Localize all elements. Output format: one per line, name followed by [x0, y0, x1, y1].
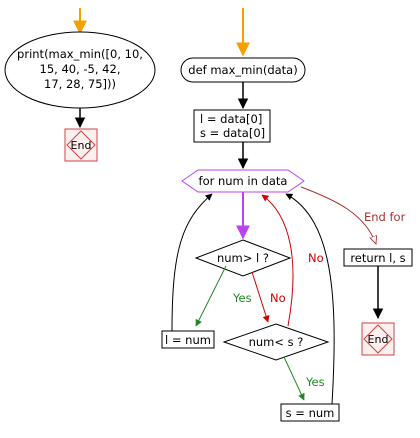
assign-l-label: l = num [165, 333, 211, 347]
edge-min-yes-label: Yes [305, 375, 325, 389]
edge-max-no-label: No [270, 291, 286, 305]
edge-max-yes-label: Yes [232, 291, 252, 305]
edge-assign-l-back [171, 193, 213, 332]
return-label: return l, s [350, 251, 405, 265]
edge-min-no-back [261, 194, 294, 327]
assign-l-box [161, 330, 215, 349]
init-box [193, 109, 271, 143]
cond-max-diamond [194, 239, 292, 277]
edge-assign-s-back [285, 193, 335, 405]
call-line-1: print(max_min([0, 10, [17, 47, 143, 61]
main-end-label: End [71, 139, 92, 152]
edge-min-yes [283, 356, 305, 401]
call-line-2: 15, 40, -5, 42, [40, 62, 121, 76]
edge-min-no-label: No [308, 251, 324, 265]
cond-min-label: num< s ? [249, 335, 304, 349]
cond-max-label: num> l ? [217, 251, 269, 265]
def-label: def max_min(data) [188, 63, 297, 77]
assign-s-label: s = num [286, 406, 335, 420]
call-line-3: 17, 28, 75])) [44, 77, 116, 91]
edge-end-for [300, 186, 376, 244]
init-line-1: l = data[0] [200, 112, 262, 126]
edge-max-yes [195, 265, 227, 327]
edge-end-for-label: End for [364, 210, 406, 224]
cond-min-diamond [222, 323, 330, 361]
loop-label: for num in data [199, 174, 288, 188]
edge-max-no [251, 271, 270, 323]
loop-hexagon [181, 169, 305, 193]
assign-s-box [280, 403, 340, 422]
main-end-terminal: End [64, 128, 98, 162]
init-line-2: s = data[0] [200, 126, 265, 140]
function-end-label: End [368, 333, 389, 346]
function-end-terminal: End [361, 322, 395, 356]
